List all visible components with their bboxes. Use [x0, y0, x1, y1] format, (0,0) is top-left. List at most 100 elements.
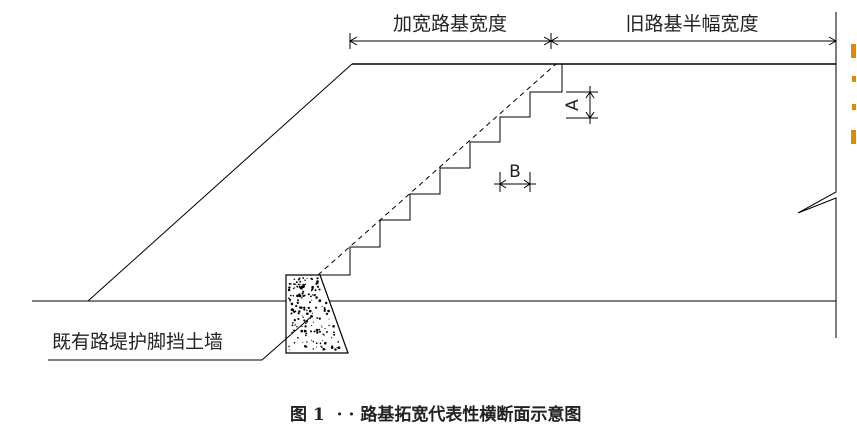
concrete-speckle [293, 341, 296, 344]
concrete-speckle [306, 341, 308, 343]
concrete-speckle [308, 309, 312, 313]
concrete-speckle [307, 306, 310, 310]
concrete-speckle [306, 277, 308, 279]
concrete-speckle [322, 348, 325, 351]
concrete-speckle [312, 340, 315, 343]
concrete-speckle [299, 283, 301, 285]
concrete-speckle [297, 283, 300, 286]
concrete-speckle [311, 312, 313, 314]
concrete-speckle [323, 310, 326, 312]
concrete-speckle [318, 328, 321, 331]
old-slope-dashed [317, 63, 557, 276]
concrete-speckle [302, 341, 304, 344]
step-height-label: A [563, 99, 583, 111]
concrete-speckle [302, 295, 305, 297]
dim-a-arrow-bottom [585, 111, 595, 119]
dim-b-arrow-right [523, 179, 531, 189]
concrete-speckle [304, 284, 306, 286]
concrete-speckle [290, 312, 293, 315]
widening-width-label: 加宽路基宽度 [393, 13, 507, 35]
concrete-speckle [311, 339, 313, 341]
concrete-speckle [324, 341, 327, 345]
concrete-speckle [290, 308, 294, 312]
concrete-speckle [305, 334, 307, 337]
concrete-speckle [302, 293, 304, 295]
concrete-speckle [294, 283, 297, 285]
concrete-speckle [337, 341, 340, 343]
concrete-speckle [303, 285, 306, 287]
margin-mark [852, 76, 856, 82]
concrete-speckle [302, 290, 305, 293]
concrete-speckle [322, 340, 324, 342]
concrete-speckle [315, 342, 318, 345]
concrete-speckle [321, 325, 323, 327]
concrete-speckle [288, 282, 291, 285]
concrete-speckle [301, 325, 303, 328]
concrete-speckle [333, 333, 336, 336]
concrete-speckle [289, 298, 292, 301]
concrete-speckle [315, 296, 318, 299]
concrete-speckle [311, 287, 314, 291]
concrete-speckle [288, 345, 290, 348]
concrete-speckle [310, 289, 313, 292]
concrete-speckle [291, 324, 294, 327]
concrete-speckle [297, 317, 300, 321]
concrete-speckle [328, 324, 330, 327]
concrete-speckle [293, 287, 295, 290]
concrete-speckle [297, 299, 299, 302]
concrete-speckle [307, 293, 310, 296]
concrete-speckle [289, 349, 291, 351]
concrete-speckle [319, 330, 321, 333]
concrete-speckle [301, 315, 304, 317]
concrete-speckle [325, 331, 328, 333]
concrete-speckle [287, 288, 291, 292]
widening-slope [87, 63, 353, 302]
concrete-speckle [293, 283, 296, 286]
concrete-speckle [293, 318, 296, 322]
dim-arrow-right [828, 36, 838, 46]
concrete-speckle [292, 322, 294, 324]
concrete-speckle [298, 277, 301, 280]
concrete-speckle [311, 294, 314, 296]
break-line [797, 12, 837, 338]
concrete-speckle [299, 280, 302, 283]
concrete-speckle [317, 282, 319, 285]
concrete-speckle [301, 292, 304, 295]
concrete-speckle [306, 309, 308, 312]
concrete-speckle [292, 294, 295, 297]
concrete-speckle [303, 329, 305, 331]
concrete-speckle [292, 329, 295, 332]
concrete-speckle [318, 288, 321, 291]
figure-caption: 图 1 · · 路基拓宽代表性横断面示意图 [290, 404, 581, 425]
concrete-speckle [295, 281, 298, 284]
margin-mark [852, 104, 856, 110]
concrete-speckle [321, 305, 323, 308]
concrete-speckle [325, 312, 329, 316]
concrete-speckle [315, 328, 319, 332]
concrete-speckle [318, 317, 321, 320]
concrete-speckle [316, 331, 319, 334]
caption-prefix: 图 1 [290, 405, 325, 425]
concrete-speckle [311, 278, 314, 281]
concrete-speckle [330, 337, 333, 339]
concrete-speckle [300, 329, 304, 333]
concrete-speckle [298, 286, 301, 289]
concrete-speckle [296, 294, 299, 298]
caption-title: 路基拓宽代表性横断面示意图 [360, 404, 581, 425]
concrete-speckle [319, 342, 322, 345]
concrete-speckle [328, 318, 330, 320]
concrete-speckle [320, 345, 322, 347]
concrete-speckle [304, 345, 307, 348]
concrete-speckle [302, 316, 304, 319]
dim-arrow-mid-right [549, 36, 559, 46]
concrete-speckle [290, 283, 292, 285]
concrete-speckle [312, 321, 314, 323]
concrete-speckle [334, 348, 337, 351]
concrete-speckle [311, 325, 313, 327]
concrete-speckle [314, 289, 317, 292]
concrete-speckle [289, 301, 291, 303]
margin-mark [851, 130, 856, 144]
concrete-speckle [288, 286, 291, 289]
